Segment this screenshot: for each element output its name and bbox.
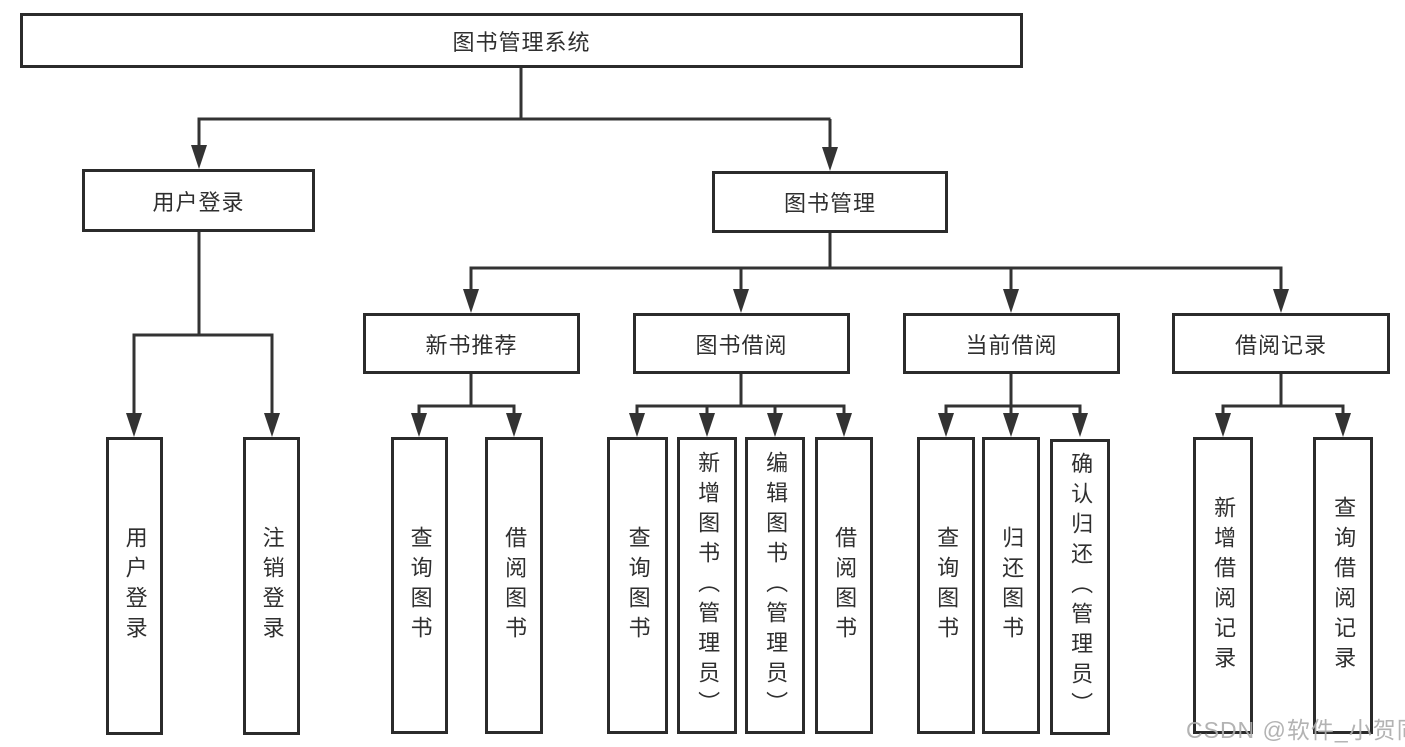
node-root: 图书管理系统	[20, 13, 1023, 68]
watermark: CSDN @软件_小贺同学	[1186, 717, 1405, 743]
connector-new-book-recommend-to-leaves	[417, 374, 516, 417]
arrowheads-user-login-to-leaves	[126, 413, 280, 437]
leaf-add-books-admin: 新增图书（管理员）	[677, 437, 737, 734]
leaf-borrow-books-borrowing: 借阅图书	[815, 437, 873, 734]
leaf-edit-books-admin: 编辑图书（管理员）	[745, 437, 805, 734]
arrowheads-book-management-to-level3	[463, 289, 1289, 313]
connector-book-management-to-level3	[469, 233, 1283, 293]
node-borrowing-records: 借阅记录	[1172, 313, 1390, 374]
arrowheads-current-borrowing-to-leaves	[938, 413, 1088, 437]
leaf-user-login: 用户登录	[106, 437, 163, 735]
leaf-confirm-return-admin: 确认归还（管理员）	[1050, 439, 1110, 735]
leaf-logout: 注销登录	[243, 437, 300, 735]
arrowheads-borrowing-records-to-leaves	[1215, 413, 1351, 437]
leaf-add-borrow-record: 新增借阅记录	[1193, 437, 1253, 734]
leaf-query-borrow-record: 查询借阅记录	[1313, 437, 1373, 734]
leaf-return-books: 归还图书	[982, 437, 1040, 734]
node-current-borrowing: 当前借阅	[903, 313, 1120, 374]
leaf-query-books-borrowing: 查询图书	[607, 437, 668, 734]
connector-root-to-level2	[197, 68, 832, 151]
connector-user-login-to-leaves	[132, 232, 274, 417]
connector-borrowing-records-to-leaves	[1221, 374, 1345, 417]
node-book-management: 图书管理	[712, 171, 948, 233]
node-user-login: 用户登录	[82, 169, 315, 232]
leaf-query-books-recommend: 查询图书	[391, 437, 448, 734]
connector-current-borrowing-to-leaves	[944, 374, 1082, 417]
arrowheads-root-to-level2	[191, 145, 838, 171]
arrowheads-new-book-recommend-to-leaves	[411, 413, 522, 437]
node-new-book-recommend: 新书推荐	[363, 313, 580, 374]
leaf-borrow-books-recommend: 借阅图书	[485, 437, 543, 734]
node-book-borrowing: 图书借阅	[633, 313, 850, 374]
leaf-query-books-current: 查询图书	[917, 437, 975, 734]
arrowheads-book-borrowing-to-leaves	[629, 413, 852, 437]
connector-book-borrowing-to-leaves	[635, 374, 846, 417]
